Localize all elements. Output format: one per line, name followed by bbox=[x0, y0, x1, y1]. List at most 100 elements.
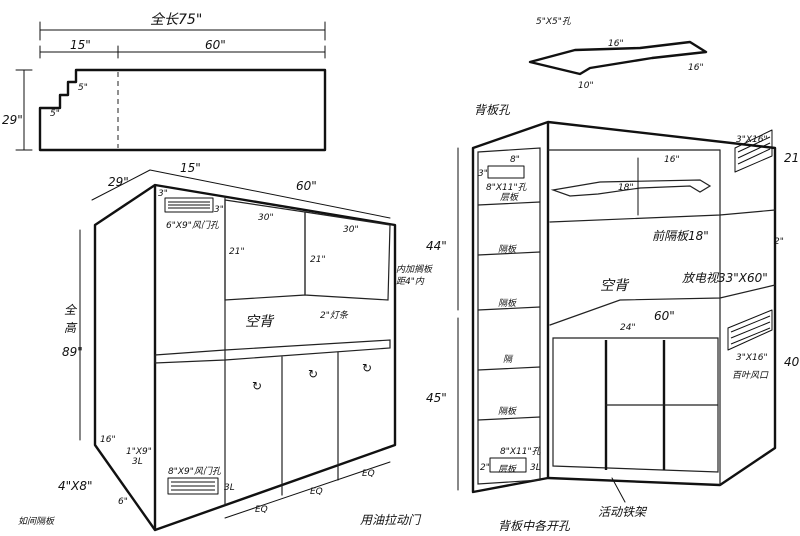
vent-bottom bbox=[167, 477, 219, 495]
notch-a: 5" bbox=[78, 83, 88, 93]
bottom-height: 6" bbox=[118, 497, 128, 507]
dim-seg-right: 60" bbox=[205, 38, 226, 52]
upper-w2: 30" bbox=[343, 225, 359, 235]
bottom-hole-dim2: 3L bbox=[530, 463, 541, 473]
upper-box-2 bbox=[304, 211, 391, 301]
shelf-5 bbox=[477, 416, 541, 421]
vent-r1-label: 3"X16" bbox=[736, 135, 768, 145]
cabinet-outline bbox=[93, 183, 397, 532]
dim-width-15: 15" bbox=[180, 161, 201, 175]
vent-bottom-label: 8"X9"风门孔 bbox=[168, 466, 222, 477]
height-label-2: 高 bbox=[64, 321, 78, 335]
left-top-plan: 全长75" 15" 60" 5" 5" 29" bbox=[2, 12, 327, 152]
bottom-hole-box bbox=[489, 457, 527, 473]
hole-size: 3" bbox=[478, 169, 488, 179]
bottom-hole-label: 8"X11"孔 bbox=[500, 446, 542, 457]
back-hole-label: 背板孔 bbox=[474, 103, 511, 117]
top-hole-label: 5"X5"孔 bbox=[536, 16, 572, 27]
right-cabinet-outline bbox=[471, 120, 777, 494]
h-upper: 44" bbox=[426, 239, 447, 253]
door-arrow-2: ↻ bbox=[308, 367, 318, 381]
dim-seg-left: 15" bbox=[70, 38, 91, 52]
dim-total-label: 全长75" bbox=[150, 12, 202, 28]
dim-depth-label: 29" bbox=[2, 113, 23, 127]
vent-bottom-dim: 3L bbox=[224, 483, 235, 493]
vent-right-bottom bbox=[727, 309, 773, 351]
upper-note-2: 距4"内 bbox=[396, 276, 425, 287]
kick-height: 16" bbox=[100, 435, 116, 445]
vent-top-dim: 3" bbox=[158, 189, 168, 199]
dim-r-bot: 40" bbox=[784, 355, 800, 369]
top-dim-c: 16" bbox=[688, 63, 704, 73]
upper-cubby-shelf bbox=[550, 179, 712, 197]
side-2: 2" bbox=[774, 237, 784, 247]
vent-right-top bbox=[734, 129, 773, 173]
w-24: 24" bbox=[620, 323, 636, 333]
tb-5: 层板 bbox=[498, 464, 518, 475]
tall-column bbox=[477, 147, 541, 485]
tv-bottom-line bbox=[549, 284, 776, 326]
vent-bottom-frame bbox=[167, 477, 219, 495]
vent-top-label: 6"X9"风门孔 bbox=[166, 220, 220, 231]
shelf-4 bbox=[477, 366, 541, 371]
vent-top-frame bbox=[164, 197, 214, 213]
tb-4: 隔板 bbox=[498, 406, 518, 417]
side-vent-size: 1"X9" bbox=[126, 447, 152, 457]
height-label-3: 89" bbox=[62, 345, 83, 359]
foot-note-1: 背板中各开孔 bbox=[498, 519, 571, 533]
vent-right-top-frame bbox=[734, 129, 773, 173]
h-lower: 45" bbox=[426, 391, 447, 405]
upper-h2: 21" bbox=[310, 255, 326, 265]
bottom-hole-dim: 2" bbox=[480, 463, 490, 473]
upper-note-1: 内加搁板 bbox=[396, 264, 434, 275]
top-dim-b: 10" bbox=[578, 81, 594, 91]
corner-note: 如间隔板 bbox=[18, 516, 56, 527]
empty-back: 空背 bbox=[600, 278, 630, 294]
side-vent-dim: 3L bbox=[132, 457, 143, 467]
tb-2: 隔板 bbox=[498, 298, 518, 309]
upper-18: 18" bbox=[618, 183, 634, 193]
countertop-outline bbox=[38, 68, 327, 152]
top-piece-outline bbox=[528, 40, 708, 76]
upper-16: 16" bbox=[664, 155, 680, 165]
dim-top-width bbox=[149, 169, 391, 219]
eq-1: EQ bbox=[255, 505, 268, 515]
lower-frame bbox=[552, 337, 719, 473]
eq-dim-line bbox=[224, 461, 391, 519]
upper-inner: 前隔板18" bbox=[652, 229, 709, 243]
dim-top-depth bbox=[91, 169, 151, 201]
vent-top bbox=[164, 197, 214, 213]
dim-width-60: 60" bbox=[296, 179, 317, 193]
light-strip-label: 2"灯条 bbox=[320, 310, 349, 321]
upper-h1: 21" bbox=[229, 247, 245, 257]
right-cabinet: 背板孔 8" 3" 8"X11"孔 层板 隔板 隔板 隔 隔板 层板 44" 4… bbox=[426, 103, 800, 533]
hole-small: 8" bbox=[510, 155, 520, 165]
tv-top-line bbox=[549, 209, 776, 223]
shelf-label: 层板 bbox=[500, 192, 520, 203]
empty-back-label: 空背 bbox=[245, 314, 275, 330]
dim-depth-29: 29" bbox=[108, 175, 129, 189]
height-label-1: 全 bbox=[64, 303, 78, 317]
dim-r-top: 21" bbox=[784, 151, 800, 165]
leader-iron bbox=[611, 477, 626, 503]
upper-w1: 30" bbox=[258, 213, 274, 223]
tb-1: 隔板 bbox=[498, 244, 518, 255]
door-arrow-3: ↻ bbox=[362, 361, 372, 375]
shelf-3 bbox=[477, 306, 541, 311]
tv-opening-note: 放电视33"X60" bbox=[682, 271, 768, 285]
foot-note-2: 活动铁架 bbox=[598, 505, 648, 519]
door-note: 用油拉动门 bbox=[360, 513, 422, 527]
top-dim-a: 16" bbox=[608, 39, 624, 49]
door-arrow-1: ↻ bbox=[252, 379, 262, 393]
vent-r2-note: 百叶风口 bbox=[732, 370, 769, 381]
hole-label: 8"X11"孔 bbox=[486, 182, 528, 193]
eq-2: EQ bbox=[310, 487, 323, 497]
eq-3: EQ bbox=[362, 469, 375, 479]
w-60: 60" bbox=[654, 309, 675, 323]
counter-line bbox=[154, 339, 391, 364]
vent-right-bottom-frame bbox=[727, 309, 773, 351]
notch-b: 5" bbox=[50, 109, 60, 119]
kick-dims: 4"X8" bbox=[58, 479, 93, 493]
shelf-2 bbox=[477, 251, 541, 256]
